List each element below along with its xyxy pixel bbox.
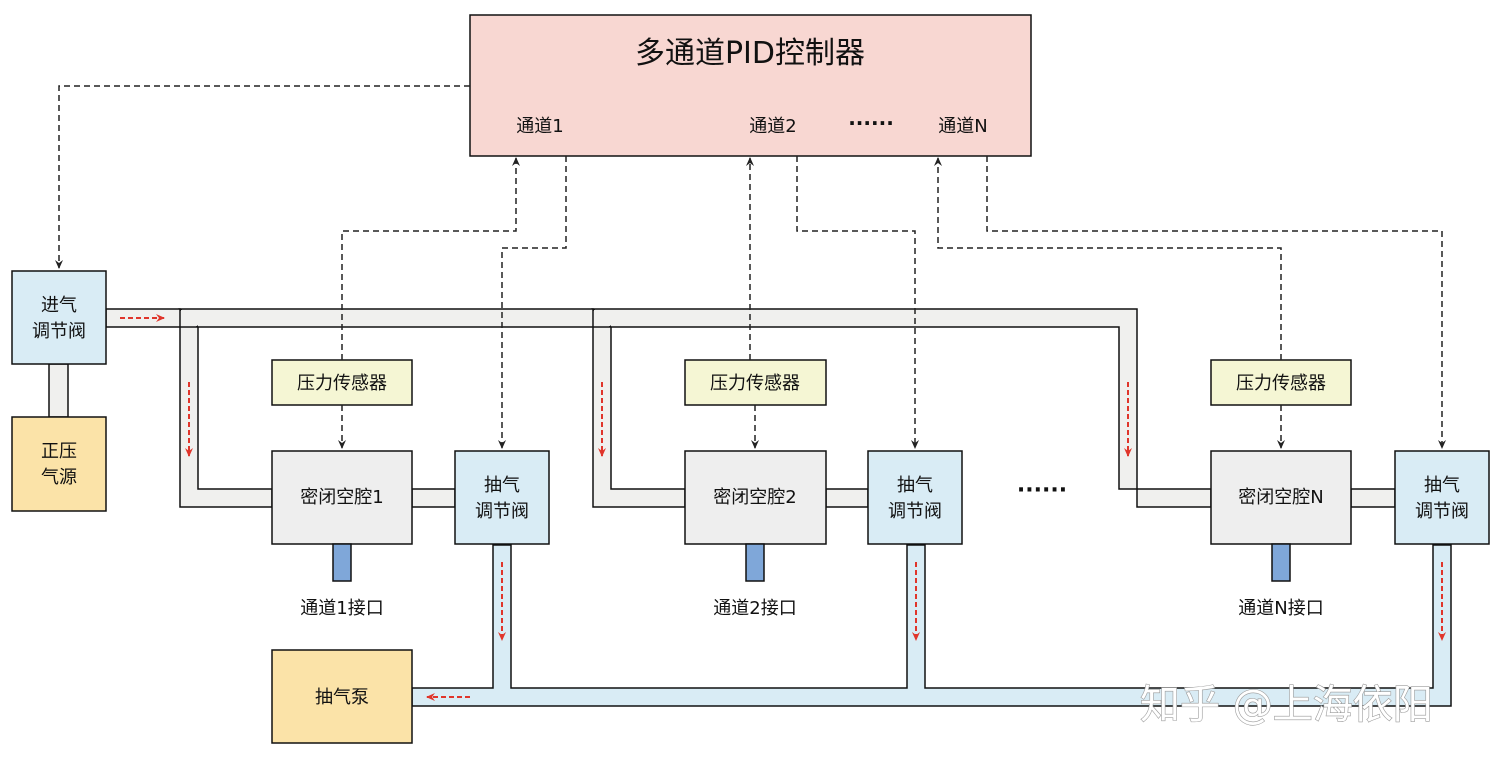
cavity-valve-pipe-N	[1350, 488, 1396, 508]
exhaust-valve-2-label-line1: 抽气	[897, 475, 933, 496]
channel-2-port-label: 通道2接口	[713, 598, 796, 619]
exhaust-valve-N	[1394, 450, 1490, 545]
vacuum-pump: 抽气泵	[271, 649, 413, 744]
pump-label: 抽气泵	[315, 687, 369, 708]
sealed-cavity-N-label: 密闭空腔N	[1238, 487, 1323, 508]
exhaust-valve-2	[867, 450, 963, 545]
signal-lines	[55, 85, 1446, 449]
controller-title: 多通道PID控制器	[635, 36, 865, 71]
channel-1-port-label: 通道1接口	[300, 598, 383, 619]
signal-controller-to-inlet-valve	[55, 85, 470, 269]
pressure-sensor-N	[1210, 359, 1352, 406]
source-label-line1: 正压	[41, 441, 77, 462]
inlet-valve-label-line1: 进气	[41, 295, 77, 316]
source-connector-pipe	[48, 363, 69, 418]
exhaust-valve-1-label-line2: 调节阀	[475, 501, 529, 522]
sealed-cavity-1-label: 密闭空腔1	[300, 487, 383, 508]
signal-controller-to-valve-2	[796, 156, 919, 449]
pressure-sensor-1-label: 压力传感器	[297, 373, 387, 394]
signal-controller-to-valve-1	[498, 156, 567, 449]
pressure-sensor-2	[684, 359, 827, 406]
exhaust-valve-2-label-line2: 调节阀	[888, 501, 942, 522]
controller-channel-N-label: 通道N	[938, 116, 987, 137]
inlet-valve: 进气 调节阀	[11, 270, 107, 365]
channel-1: 压力传感器 密闭空腔1 抽气 调节阀 通道1接口	[271, 359, 550, 619]
exhaust-valve-N-label-line1: 抽气	[1424, 475, 1460, 496]
pressure-sensor-N-label: 压力传感器	[1236, 373, 1326, 394]
positive-pressure-source: 正压 气源	[11, 416, 107, 512]
inlet-valve-label-line2: 调节阀	[32, 321, 86, 342]
channel-N-port-label: 通道N接口	[1238, 598, 1323, 619]
exhaust-valve-N-label-line2: 调节阀	[1415, 501, 1469, 522]
controller-ellipsis: ······	[848, 111, 894, 135]
exhaust-manifold	[411, 544, 1452, 707]
cavity-valve-pipe-2	[825, 488, 869, 508]
signal-controller-to-valve-N	[986, 156, 1446, 449]
exhaust-pipes	[411, 544, 1452, 707]
flow-arrows	[120, 314, 1446, 701]
controller-channel-1-label: 通道1	[516, 116, 563, 137]
exhaust-valve-1	[454, 450, 550, 545]
signal-sensor-1-to-controller	[341, 157, 520, 360]
watermark: 知乎 @上海依阳	[1140, 682, 1433, 728]
pressure-sensor-2-label: 压力传感器	[710, 373, 800, 394]
channel-2: 压力传感器 密闭空腔2 抽气 调节阀 通道2接口	[684, 359, 963, 619]
sealed-cavity-2-label: 密闭空腔2	[713, 487, 796, 508]
supply-pipe-2	[178, 308, 686, 508]
port-connector-N	[1271, 543, 1291, 582]
channels-ellipsis: ······	[1017, 478, 1067, 503]
exhaust-valve-1-label-line1: 抽气	[484, 475, 520, 496]
port-connector-1	[332, 543, 352, 582]
source-label-line2: 气源	[41, 467, 77, 488]
sealed-cavity-N	[1210, 450, 1352, 545]
pid-controller: 多通道PID控制器 通道1 通道2 ······ 通道N	[469, 14, 1032, 157]
sealed-cavity-1	[271, 450, 413, 545]
signal-sensor-N-to-controller	[934, 157, 1282, 360]
channel-N: 压力传感器 密闭空腔N 抽气 调节阀 通道N接口	[1210, 359, 1490, 619]
pressure-sensor-1	[271, 359, 413, 406]
port-connector-2	[745, 543, 765, 582]
cavity-valve-pipe-1	[411, 488, 456, 508]
controller-channel-2-label: 通道2	[749, 116, 796, 137]
